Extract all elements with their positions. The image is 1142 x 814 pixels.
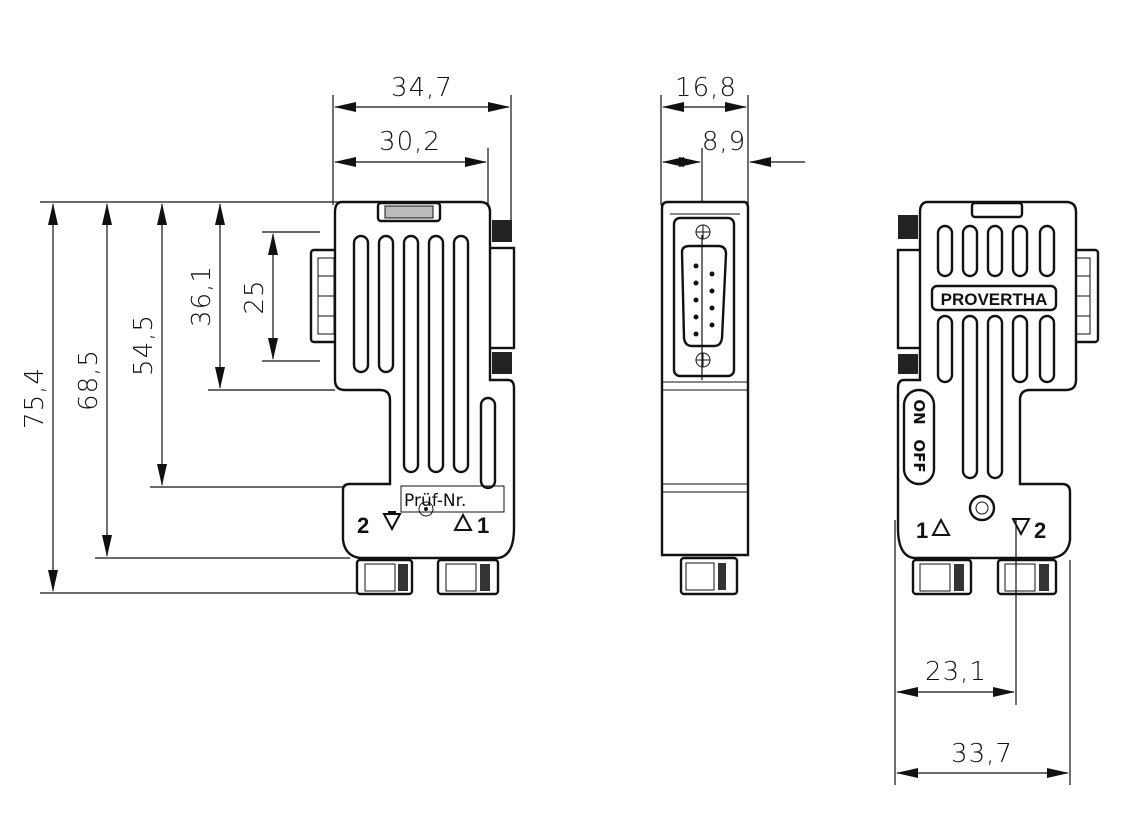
dimension-33-7: 33,7 [896, 739, 1069, 778]
rear-cable-gland-right [996, 558, 1058, 596]
arrow-up-icon [931, 517, 951, 536]
rear-vent-slots [936, 224, 1056, 480]
dim-label-54-5: 54,5 [129, 314, 159, 376]
termination-switch: ON OFF [902, 388, 936, 486]
dim-label-25: 25 [240, 279, 270, 314]
port-label-2: 2 [357, 513, 369, 538]
cable-gland-side [679, 556, 739, 596]
dimension-depth: 16,8 [660, 73, 749, 205]
dim-label-23-1: 23,1 [925, 657, 987, 687]
rear-cable-gland-left [911, 558, 973, 596]
dsub-face-side [672, 216, 736, 380]
dimension-height-36: 36,1 [187, 203, 225, 389]
switch-off-label: OFF [910, 439, 928, 472]
arrow-down-icon [382, 513, 402, 532]
dim-label-36-1: 36,1 [187, 265, 217, 327]
dimension-offset: 8,9 [662, 127, 805, 235]
dimension-height-25: 25 [240, 233, 278, 360]
switch-on-label: ON [910, 399, 928, 424]
arrow-down-icon [1011, 518, 1031, 537]
dimension-height-75: 75,4 [20, 203, 58, 592]
brand-plate [930, 284, 1058, 312]
dimension-width-body: 30,2 [334, 127, 489, 230]
dim-label-75-4: 75,4 [20, 367, 50, 429]
dim-label-30-2: 30,2 [379, 127, 441, 157]
test-number-label: Prüf-Nr. [404, 491, 466, 511]
side-view: 16,8 8,9 [660, 73, 805, 596]
dim-label-16-8: 16,8 [675, 73, 737, 103]
front-view: 34,7 30,2 75,4 68,5 54,5 36,1 [20, 73, 516, 596]
rear-view: PROVERTHA ON OFF 1 2 [894, 200, 1100, 785]
dimension-height-54: 54,5 [129, 203, 167, 486]
rear-port-label-1: 1 [916, 518, 928, 543]
dimension-height-68: 68,5 [74, 203, 112, 557]
screw-icon [968, 494, 996, 522]
rear-port-label-2: 2 [1034, 518, 1046, 543]
front-vent-slots [352, 234, 497, 490]
cable-gland-left [355, 558, 414, 596]
dim-label-68-5: 68,5 [74, 349, 104, 411]
test-number-field [400, 485, 505, 513]
port-label-1: 1 [477, 513, 489, 538]
dimension-23-1: 23,1 [896, 657, 1015, 697]
dim-label-33-7: 33,7 [951, 739, 1013, 769]
dim-label-8-9: 8,9 [702, 127, 746, 157]
brand-logo-text: PROVERTHA [941, 290, 1048, 309]
dimension-width-overall: 34,7 [332, 73, 512, 230]
arrow-up-icon [453, 512, 473, 531]
dim-label-34-7: 34,7 [391, 73, 453, 103]
cable-gland-right [436, 558, 500, 596]
